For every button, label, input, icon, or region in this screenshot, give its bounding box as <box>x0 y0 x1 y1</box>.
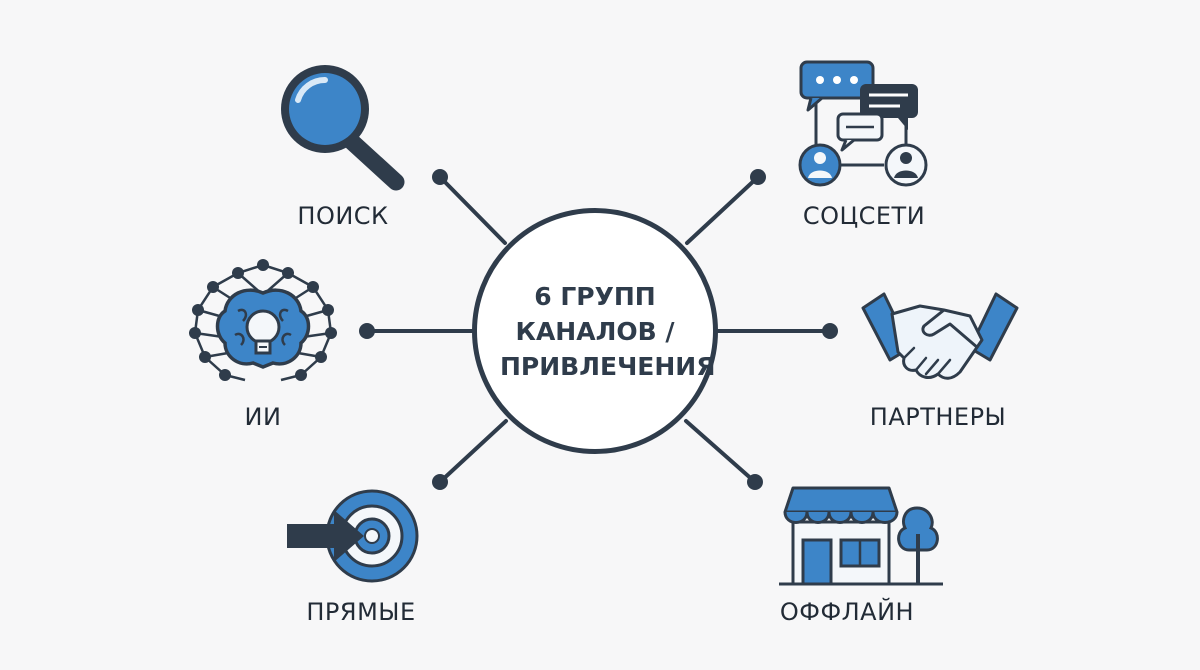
connector-dot-partners <box>822 323 838 339</box>
storefront-icon <box>779 486 943 586</box>
connector-dot-ai <box>359 323 375 339</box>
hub-label: 6 ГРУПП КАНАЛОВ / ПРИВЛЕЧЕНИЯ <box>500 281 716 381</box>
label-partners: ПАРТНЕРЫ <box>869 403 1007 431</box>
brain-network-icon <box>189 259 337 382</box>
connector-offline <box>684 419 757 484</box>
center-hub: 6 ГРУПП КАНАЛОВ / ПРИВЛЕЧЕНИЯ <box>472 208 718 454</box>
label-ai: ИИ <box>244 403 282 431</box>
target-arrow-icon <box>287 489 419 583</box>
connector-search <box>438 175 507 245</box>
magnifier-icon <box>281 65 405 191</box>
connector-dot-direct <box>432 474 448 490</box>
connector-dot-search <box>432 169 448 185</box>
label-search: ПОИСК <box>297 202 389 230</box>
connector-dot-social <box>750 169 766 185</box>
connector-direct <box>438 419 508 484</box>
connector-social <box>685 175 760 245</box>
label-direct: ПРЯМЫЕ <box>306 598 416 626</box>
label-offline: ОФФЛАЙН <box>779 598 915 626</box>
handshake-icon <box>861 292 1019 380</box>
connector-dot-offline <box>747 474 763 490</box>
chat-people-icon <box>798 60 928 187</box>
label-social: СОЦСЕТИ <box>802 202 926 230</box>
